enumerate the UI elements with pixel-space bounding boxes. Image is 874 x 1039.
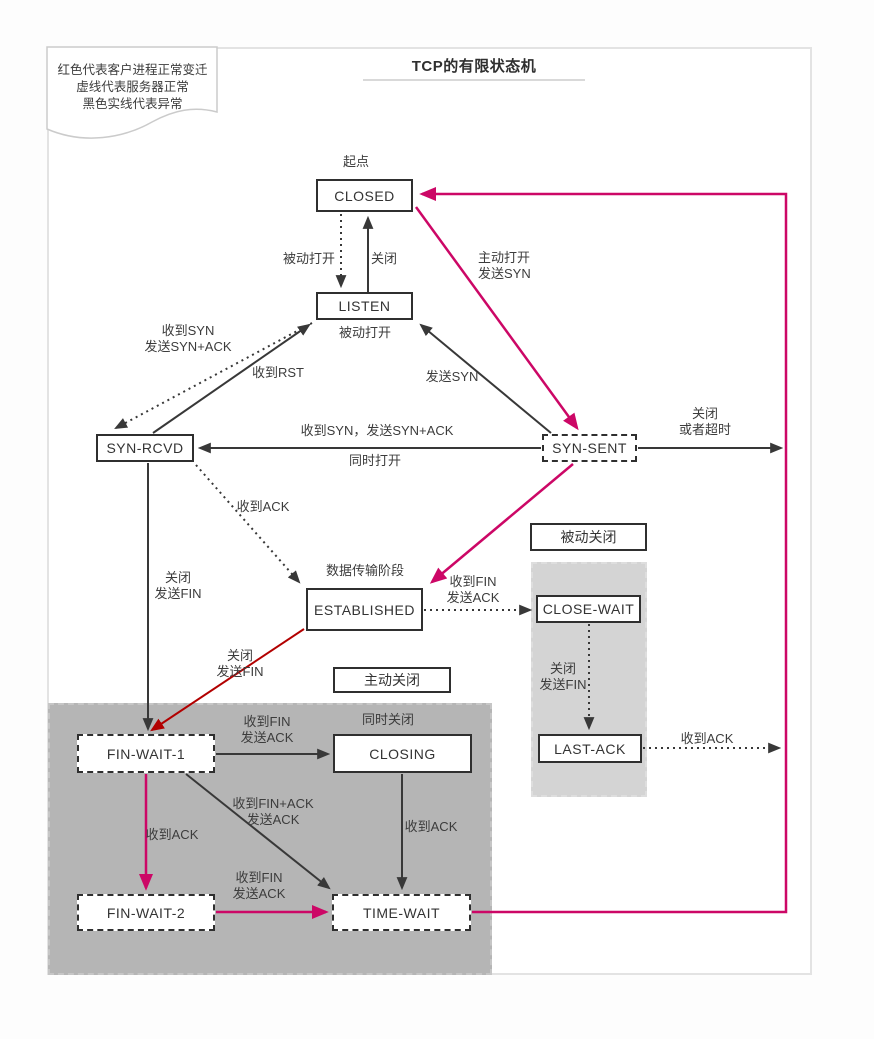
legend-note-shape bbox=[46, 46, 218, 139]
state-syn-rcvd: SYN-RCVD bbox=[96, 434, 194, 462]
state-closing: CLOSING bbox=[333, 734, 472, 773]
legend-line-red: 红色代表客户进程正常变迁 bbox=[57, 63, 208, 77]
annot-start: 起点 bbox=[342, 154, 370, 169]
annot-active-close-box: 主动关闭 bbox=[333, 667, 451, 693]
state-close-wait: CLOSE-WAIT bbox=[536, 595, 641, 623]
legend-line-dashed: 虚线代表服务器正常 bbox=[76, 80, 189, 94]
label-established-close-wait: 收到FIN 发送ACK bbox=[446, 574, 500, 605]
label-fin-wait1-closing: 收到FIN 发送ACK bbox=[240, 714, 294, 745]
label-listen-closed: 关闭 bbox=[370, 251, 398, 266]
state-listen: LISTEN bbox=[316, 292, 413, 320]
page-title: TCP的有限状态机 bbox=[411, 58, 537, 75]
label-fin-wait2-time-wait: 收到FIN 发送ACK bbox=[232, 870, 286, 901]
label-fin-wait1-fin-wait2: 收到ACK bbox=[145, 827, 199, 842]
state-fin-wait-1: FIN-WAIT-1 bbox=[77, 734, 215, 773]
title-underline bbox=[363, 79, 585, 81]
state-time-wait: TIME-WAIT bbox=[332, 894, 471, 931]
state-syn-sent: SYN-SENT bbox=[542, 434, 637, 462]
legend-line-black: 黑色实线代表异常 bbox=[82, 97, 183, 111]
label-syn-sent-closed: 关闭 或者超时 bbox=[678, 406, 732, 437]
state-closed: CLOSED bbox=[316, 179, 413, 212]
annot-simultaneous-close: 同时关闭 bbox=[361, 712, 415, 727]
state-established: ESTABLISHED bbox=[306, 588, 423, 631]
label-listen-syn-rcvd: 收到SYN 发送SYN+ACK bbox=[144, 323, 232, 354]
label-syn-rcvd-listen: 收到RST bbox=[251, 365, 305, 380]
label-syn-sent-syn-rcvd: 收到SYN，发送SYN+ACK bbox=[300, 423, 454, 438]
label-syn-rcvd-fin-wait1: 关闭 发送FIN bbox=[154, 570, 202, 601]
label-close-wait-last-ack: 关闭 发送FIN bbox=[539, 661, 587, 692]
label-closing-time-wait: 收到ACK bbox=[404, 819, 458, 834]
label-closed-listen: 被动打开 bbox=[282, 251, 336, 266]
annot-listen-passive-open: 被动打开 bbox=[338, 325, 392, 340]
legend-note: 红色代表客户进程正常变迁 虚线代表服务器正常 黑色实线代表异常 bbox=[46, 46, 219, 148]
label-syn-sent-listen: 发送SYN bbox=[425, 369, 479, 384]
label-closed-syn-sent: 主动打开 发送SYN bbox=[478, 250, 531, 281]
label-fin-wait1-time-wait: 收到FIN+ACK 发送ACK bbox=[232, 796, 314, 827]
label-established-fin-wait1: 关闭 发送FIN bbox=[216, 648, 264, 679]
label-last-ack-closed: 收到ACK bbox=[680, 731, 734, 746]
label-syn-rcvd-established: 收到ACK bbox=[236, 499, 290, 514]
label-simultaneous-open: 同时打开 bbox=[348, 453, 402, 468]
annot-data-transfer: 数据传输阶段 bbox=[325, 563, 405, 578]
state-last-ack: LAST-ACK bbox=[538, 734, 642, 763]
annot-passive-close-box: 被动关闭 bbox=[530, 523, 647, 551]
legend-text: 红色代表客户进程正常变迁 虚线代表服务器正常 黑色实线代表异常 bbox=[46, 62, 219, 113]
state-fin-wait-2: FIN-WAIT-2 bbox=[77, 894, 215, 931]
